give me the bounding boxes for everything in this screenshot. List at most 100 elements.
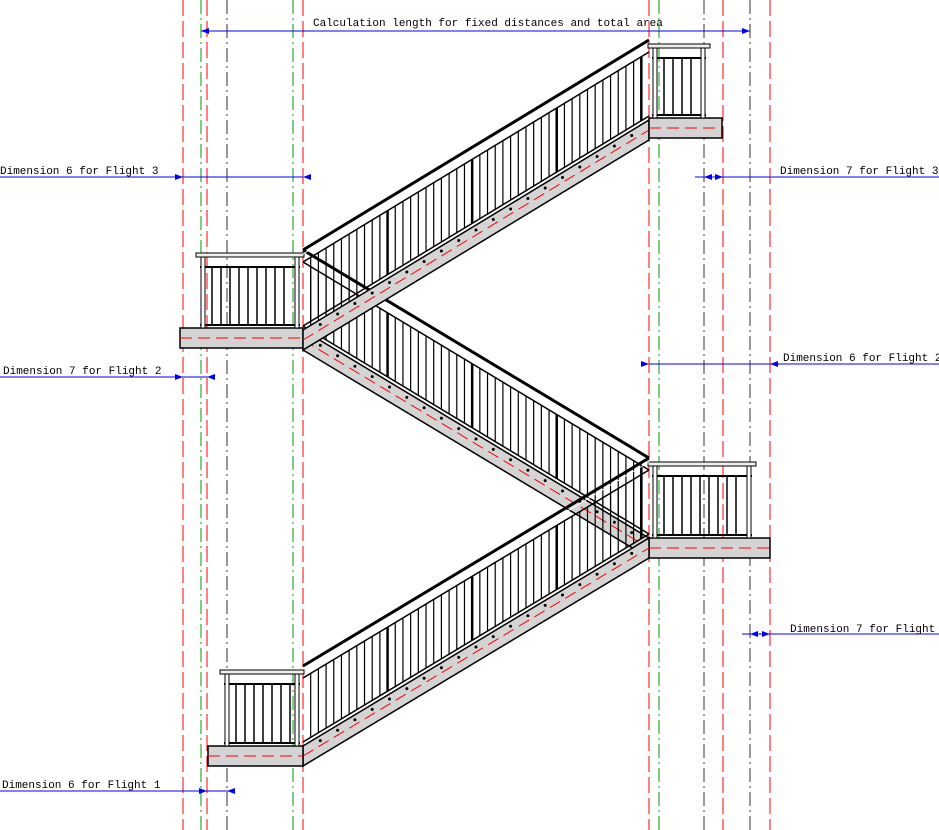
arrow-head <box>175 374 183 380</box>
flight-bolt <box>405 687 409 691</box>
flight-bolt <box>612 144 616 148</box>
landing-post <box>200 256 206 329</box>
flight-bolt <box>439 416 443 420</box>
flight-bolt <box>439 666 443 670</box>
arrow-head <box>762 631 770 637</box>
arrow-head <box>770 361 778 367</box>
flight-handrail <box>302 456 650 668</box>
flight-bolt <box>370 707 374 711</box>
flight-bolt <box>422 406 426 410</box>
flight-bolt <box>457 427 461 431</box>
landing-handrail <box>647 461 757 467</box>
calculation-length-label: Calculation length for fixed distances a… <box>313 18 663 30</box>
flight-bolt <box>336 312 340 316</box>
dimension-lines <box>0 28 939 794</box>
landing-handrail <box>195 252 305 258</box>
arrow-head <box>742 28 750 34</box>
flight-bolt <box>543 186 547 190</box>
flight-handrail-highlight <box>302 461 650 671</box>
flight-bolt <box>405 395 409 399</box>
flight-bolt <box>370 375 374 379</box>
stair-flight <box>302 248 650 560</box>
flight-bolt <box>509 207 513 211</box>
flight-bolt <box>474 645 478 649</box>
flight-bolt <box>388 697 391 701</box>
arrow-head <box>201 28 209 34</box>
landing-post <box>294 673 300 747</box>
dimension-6-flight-3-label: Dimension 6 for Flight 3 <box>0 166 158 178</box>
flight-bolt <box>595 155 599 158</box>
landing-post <box>224 673 230 747</box>
flight-bolt <box>439 249 443 253</box>
landing-handrail <box>219 669 305 675</box>
dimension-7-flight-2-label: Dimension 7 for Flight 2 <box>3 366 161 378</box>
flight-bolt <box>388 281 391 284</box>
flight-top-rail <box>302 51 650 263</box>
flight-handrail <box>302 248 650 460</box>
flight-bolt <box>561 176 564 179</box>
flight-bolt <box>422 676 426 680</box>
flight-bolt <box>370 291 374 295</box>
flight-bolt <box>509 458 513 462</box>
arrow-head <box>227 788 235 794</box>
arrow-head <box>207 374 215 380</box>
flight-bolt <box>543 603 547 607</box>
stair-flight <box>302 38 650 352</box>
flight-bottom-rail <box>302 115 650 327</box>
flight-handrail-highlight <box>302 253 650 463</box>
arrow-head <box>750 631 758 637</box>
flight-bolt <box>353 364 357 368</box>
landing <box>179 252 305 349</box>
landing-post <box>700 47 706 119</box>
flight-bolt <box>561 593 564 597</box>
flight-bolt <box>388 385 391 389</box>
dimension-6-flight-1-label: Dimension 6 for Flight 1 <box>2 780 161 792</box>
flight-bolt <box>612 520 616 524</box>
arrow-head <box>715 174 723 180</box>
flight-bolt <box>526 614 530 618</box>
flight-bolt <box>595 572 599 576</box>
flight-bolt <box>474 437 478 441</box>
dimension-7-flight-1-label: Dimension 7 for Flight 1 <box>790 624 939 636</box>
flight-bolt <box>474 228 478 232</box>
arrow-head <box>704 174 712 180</box>
flight-bottom-rail <box>302 533 650 743</box>
flight-axis <box>302 129 650 341</box>
flight-bolt <box>509 624 513 628</box>
flight-bolt <box>491 218 495 221</box>
flight-bolt <box>491 635 495 639</box>
dimension-7-flight-3-label: Dimension 7 for Flight 3 <box>780 166 938 178</box>
arrow-head <box>199 788 207 794</box>
flight-bolt <box>318 323 322 326</box>
flight-axis <box>302 547 650 757</box>
flight-bolt <box>336 728 340 732</box>
flight-bolt <box>595 510 599 514</box>
flight-bolt <box>336 354 340 358</box>
flight-bolt <box>457 239 461 242</box>
flight-bolt <box>578 583 582 587</box>
flight-bolt <box>543 479 547 483</box>
landing-post <box>746 465 752 539</box>
flight-bolt <box>630 531 634 535</box>
stair-flight <box>302 456 650 768</box>
flight-bolt <box>630 551 634 555</box>
flight-bolt <box>561 489 564 493</box>
arrow-head <box>175 174 183 180</box>
flight-handrail-highlight <box>302 43 650 255</box>
flight-bolt <box>422 260 426 263</box>
landing-post <box>294 256 300 329</box>
flight-bolt <box>353 718 357 722</box>
landing-handrail <box>647 43 711 49</box>
flight-handrail <box>302 38 650 252</box>
flight-bolt <box>526 468 530 472</box>
flight-bolt <box>318 343 322 347</box>
flight-top-rail <box>302 469 650 679</box>
landing <box>207 669 305 767</box>
flight-bottom-rail <box>302 325 650 535</box>
flight-bolt <box>318 739 322 743</box>
flight-bolt <box>353 302 357 305</box>
landing-post <box>652 47 658 119</box>
flight-bolt <box>526 197 530 200</box>
stair-flights <box>179 38 771 768</box>
